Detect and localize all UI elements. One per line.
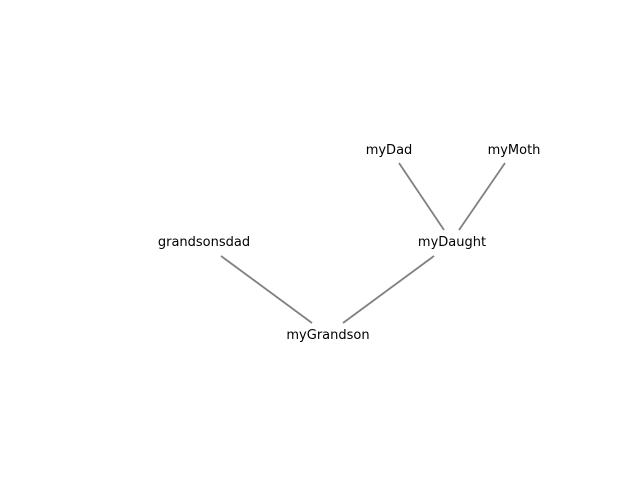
node-label-mydad: myDad (366, 143, 413, 158)
label-layer: myDad myMoth grandsonsdad myDaught myGra… (158, 143, 541, 343)
node-label-mydaught: myDaught (418, 235, 486, 250)
node-label-mygrandson: myGrandson (286, 328, 369, 343)
edge-mymoth-mydaught (458, 162, 506, 231)
edge-grandsonsdad-mygrandson (220, 255, 313, 324)
edge-mydad-mydaught (398, 162, 445, 231)
edge-mydaught-mygrandson (342, 255, 435, 324)
node-label-grandsonsdad: grandsonsdad (158, 235, 250, 250)
node-label-mymoth: myMoth (488, 143, 541, 158)
edge-layer (220, 162, 506, 324)
